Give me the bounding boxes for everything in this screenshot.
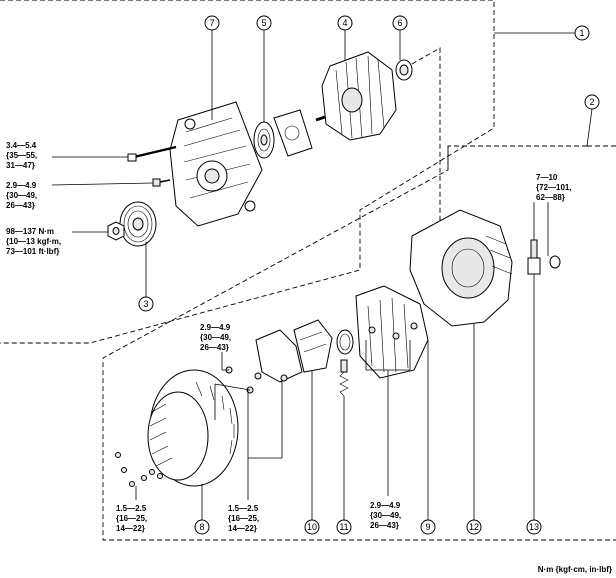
callout-13: 13 <box>526 519 542 535</box>
svg-text:12: 12 <box>469 522 479 532</box>
svg-text:7—10: 7—10 <box>536 173 558 182</box>
rotor-part <box>315 51 397 141</box>
svg-text:8: 8 <box>199 522 204 532</box>
stator-screws <box>115 452 163 487</box>
svg-text:13: 13 <box>529 522 539 532</box>
o-ring-part <box>336 329 354 355</box>
callout-3: 3 <box>138 296 154 312</box>
callout-7: 7 <box>204 15 220 31</box>
svg-text:14—22}: 14—22} <box>116 524 145 533</box>
callout-12: 12 <box>466 519 482 535</box>
svg-text:10: 10 <box>307 522 317 532</box>
rectifier-part <box>355 285 429 379</box>
svg-text:2.9—4.9: 2.9—4.9 <box>370 501 401 510</box>
units-note: N·m {kgf·cm, in·lbf} <box>538 565 612 574</box>
torque-label-3: 98—137 N·m {10—13 kgf·m, 73—101 ft·lbf} <box>6 227 61 256</box>
svg-text:{30—49,: {30—49, <box>6 191 37 200</box>
svg-text:62—88}: 62—88} <box>536 193 565 202</box>
svg-text:1: 1 <box>579 28 584 38</box>
svg-text:{16—25,: {16—25, <box>116 514 147 523</box>
callout-4: 4 <box>337 15 353 31</box>
brush-part <box>339 359 349 397</box>
retainer-plate <box>273 109 313 157</box>
stator-part <box>147 369 239 487</box>
regulator-part <box>255 319 333 383</box>
housing-screw <box>152 178 171 187</box>
svg-text:26—43}: 26—43} <box>6 201 35 210</box>
svg-text:9: 9 <box>425 522 430 532</box>
regulator-screws <box>225 366 288 394</box>
svg-text:7: 7 <box>209 18 214 28</box>
torque-label-2: 2.9—4.9 {30—49, 26—43} <box>6 181 37 210</box>
callout-11: 11 <box>336 519 352 535</box>
callout-6: 6 <box>392 15 408 31</box>
svg-text:5: 5 <box>261 18 266 28</box>
rear-housing-part <box>409 209 513 327</box>
pulley-part <box>119 201 157 247</box>
svg-text:11: 11 <box>339 522 348 532</box>
svg-text:14—22}: 14—22} <box>228 524 257 533</box>
torque-label-6: 1.5—2.5 {16—25, 14—22} <box>116 504 147 533</box>
bearing-part <box>253 121 275 159</box>
group-2-boundary <box>102 145 616 541</box>
svg-text:26—43}: 26—43} <box>200 343 229 352</box>
svg-text:31—47}: 31—47} <box>6 161 35 170</box>
svg-text:98—137 N·m: 98—137 N·m <box>6 227 54 236</box>
svg-text:1.5—2.5: 1.5—2.5 <box>228 504 259 513</box>
svg-text:{16—25,: {16—25, <box>228 514 259 523</box>
svg-text:3.4—5.4: 3.4—5.4 <box>6 141 37 150</box>
callout-10: 10 <box>304 519 320 535</box>
svg-text:6: 6 <box>397 18 402 28</box>
terminal-part <box>527 239 561 275</box>
svg-text:{72—101,: {72—101, <box>536 183 572 192</box>
svg-text:26—43}: 26—43} <box>370 521 399 530</box>
svg-text:73—101 ft·lbf}: 73—101 ft·lbf} <box>6 247 59 256</box>
svg-text:2: 2 <box>589 97 594 107</box>
group-1-boundary <box>0 0 495 344</box>
torque-label-7: 1.5—2.5 {16—25, 14—22} <box>228 504 259 533</box>
pulley-nut <box>107 221 125 241</box>
callout-2: 2 <box>584 94 600 110</box>
callout-1: 1 <box>574 25 590 41</box>
svg-text:2.9—4.9: 2.9—4.9 <box>6 181 37 190</box>
svg-text:{30—49,: {30—49, <box>200 333 231 342</box>
front-housing-part <box>169 101 263 227</box>
torque-label-4: 7—10 {72—101, 62—88} <box>536 173 572 202</box>
svg-text:3: 3 <box>143 299 148 309</box>
svg-text:{10—13 kgf·m,: {10—13 kgf·m, <box>6 237 61 246</box>
housing-bolt <box>127 145 177 162</box>
svg-text:{35—55,: {35—55, <box>6 151 37 160</box>
torque-label-8: 2.9—4.9 {30—49, 26—43} <box>370 501 401 530</box>
callout-9: 9 <box>420 519 436 535</box>
svg-text:2.9—4.9: 2.9—4.9 <box>200 323 231 332</box>
svg-text:4: 4 <box>342 18 347 28</box>
callout-8: 8 <box>194 519 210 535</box>
svg-text:{30—49,: {30—49, <box>370 511 401 520</box>
torque-label-5: 2.9—4.9 {30—49, 26—43} <box>200 323 231 352</box>
svg-text:1.5—2.5: 1.5—2.5 <box>116 504 147 513</box>
rear-bearing-part <box>395 59 413 81</box>
callout-5: 5 <box>256 15 272 31</box>
torque-label-1: 3.4—5.4 {35—55, 31—47} <box>6 141 37 170</box>
